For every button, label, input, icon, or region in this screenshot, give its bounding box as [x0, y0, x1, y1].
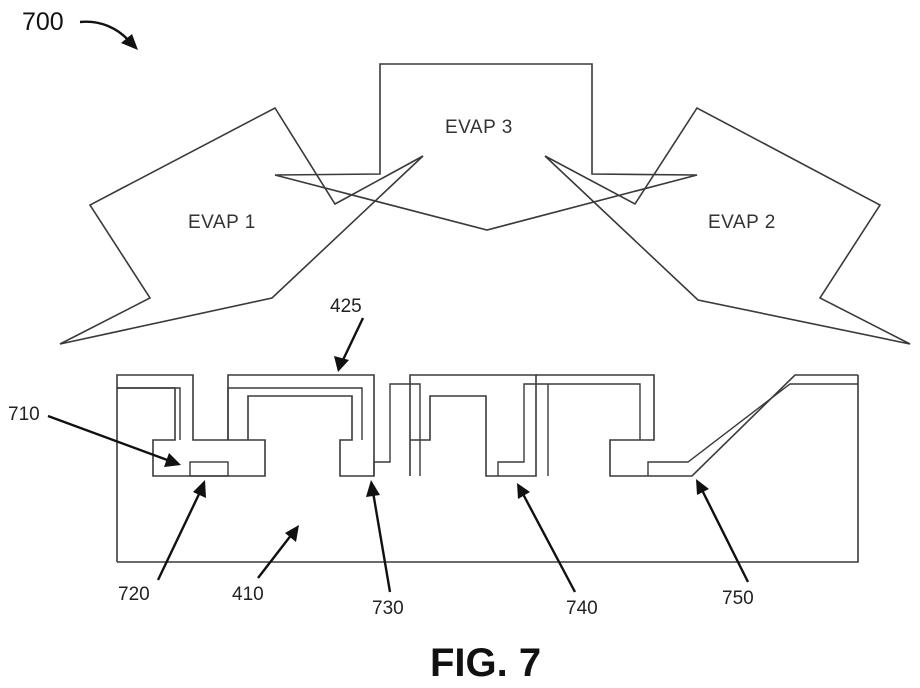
evap-3-arrow: EVAP 3 [274, 63, 698, 231]
arrow-750 [700, 489, 750, 583]
arrow-730 [371, 491, 392, 593]
right-step-structure [536, 374, 858, 477]
sloped-coating [647, 383, 858, 476]
arrowhead-750 [696, 479, 709, 495]
arrowhead-720 [193, 480, 206, 498]
arrowhead-410 [285, 525, 299, 542]
label-740: 740 [566, 598, 598, 619]
substrate-outline [116, 374, 859, 563]
label-710: 710 [8, 404, 40, 425]
evap-3-label: EVAP 3 [445, 117, 513, 138]
label-720: 720 [118, 584, 150, 605]
figure-number-arrowhead [121, 34, 138, 50]
label-410: 410 [232, 584, 264, 605]
arrow-410 [257, 533, 293, 579]
arrowhead-710 [164, 453, 181, 467]
arrowhead-730 [366, 480, 380, 497]
arrow-710 [47, 414, 171, 463]
label-750: 750 [722, 588, 754, 609]
figure-number-arrow [79, 20, 131, 43]
label-425: 425 [330, 296, 362, 317]
label-730: 730 [372, 598, 404, 619]
evap-2-label: EVAP 2 [708, 212, 776, 233]
evap-1-arrow: EVAP 1 [59, 106, 424, 345]
evap-2-arrow: EVAP 2 [544, 106, 911, 345]
arrowhead-425 [334, 356, 349, 372]
arrowhead-740 [517, 483, 530, 499]
arrow-740 [521, 493, 577, 593]
evap-1-label: EVAP 1 [188, 212, 256, 233]
arrow-720 [156, 491, 202, 581]
feature-720-pad [189, 461, 229, 477]
arrow-425 [340, 317, 365, 363]
coating-layer [117, 383, 641, 476]
figure-number-label: 700 [22, 8, 64, 36]
figure-caption: FIG. 7 [430, 641, 541, 685]
